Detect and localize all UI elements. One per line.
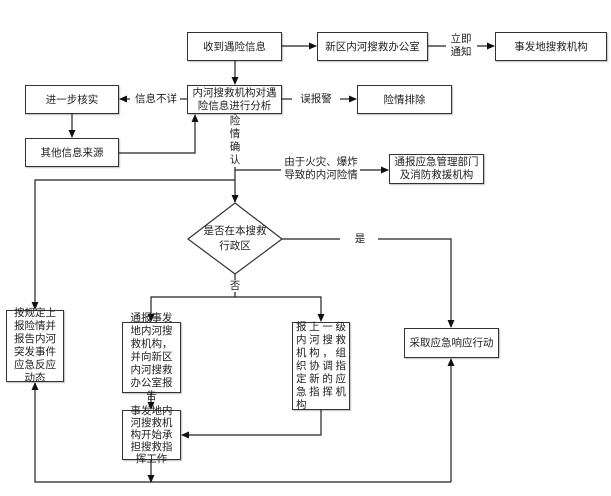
edge-to-report-dynamic bbox=[31, 179, 235, 310]
edge-no-to-report-upper bbox=[235, 296, 325, 322]
label-info-unclear: 信息不详 bbox=[132, 92, 180, 106]
node-receive-info: 收到遇险信息 bbox=[187, 32, 282, 61]
label-notify-immediately: 立即通知 bbox=[448, 33, 474, 59]
node-notify-emergency: 通报应急管理部门及消防救援机构 bbox=[389, 154, 484, 184]
edge-no-to-notify-local bbox=[147, 296, 235, 322]
node-other-sources: 其他信息来源 bbox=[25, 138, 119, 167]
edge-sources-to-analysis bbox=[119, 114, 199, 154]
node-notify-local: 通报事发地内河搜救机构，并向新区内河搜救办公室报告 bbox=[122, 312, 181, 402]
node-verify: 进一步核实 bbox=[25, 85, 119, 114]
edge-upper-to-command bbox=[181, 410, 322, 439]
label-yes: 是 bbox=[352, 232, 368, 246]
label-fire-explosion: 由于火灾、爆炸导致的内河险情 bbox=[283, 156, 359, 182]
edge-yes-to-action bbox=[378, 238, 455, 328]
label-no: 否 bbox=[228, 280, 242, 292]
node-danger-cleared: 险情排除 bbox=[357, 85, 452, 114]
node-analysis: 内河搜救机构对遇险信息进行分析 bbox=[187, 85, 282, 114]
node-xinqu-office: 新区内河搜救办公室 bbox=[317, 32, 428, 61]
label-false-alarm: 误报警 bbox=[293, 92, 339, 106]
node-take-action: 采取应急响应行动 bbox=[404, 328, 499, 358]
decision-diamond bbox=[187, 202, 283, 275]
node-report-dynamic: 按规定上报险情并报告内河突发事件应急反应动态 bbox=[6, 307, 64, 384]
node-local-rescue: 事发地搜救机构 bbox=[495, 32, 607, 61]
decision-text: 是否在本搜救行政区 bbox=[203, 225, 267, 252]
node-report-upper: 报上一级内河搜救机构，组织协调指定新的应急指挥机构 bbox=[292, 321, 350, 411]
edge-bottom-to-report bbox=[31, 382, 451, 483]
label-danger-confirmed: 险情确认 bbox=[229, 115, 241, 167]
node-local-take-command: 事发地内河搜救机构开始承担搜救指挥工作 bbox=[122, 405, 181, 465]
